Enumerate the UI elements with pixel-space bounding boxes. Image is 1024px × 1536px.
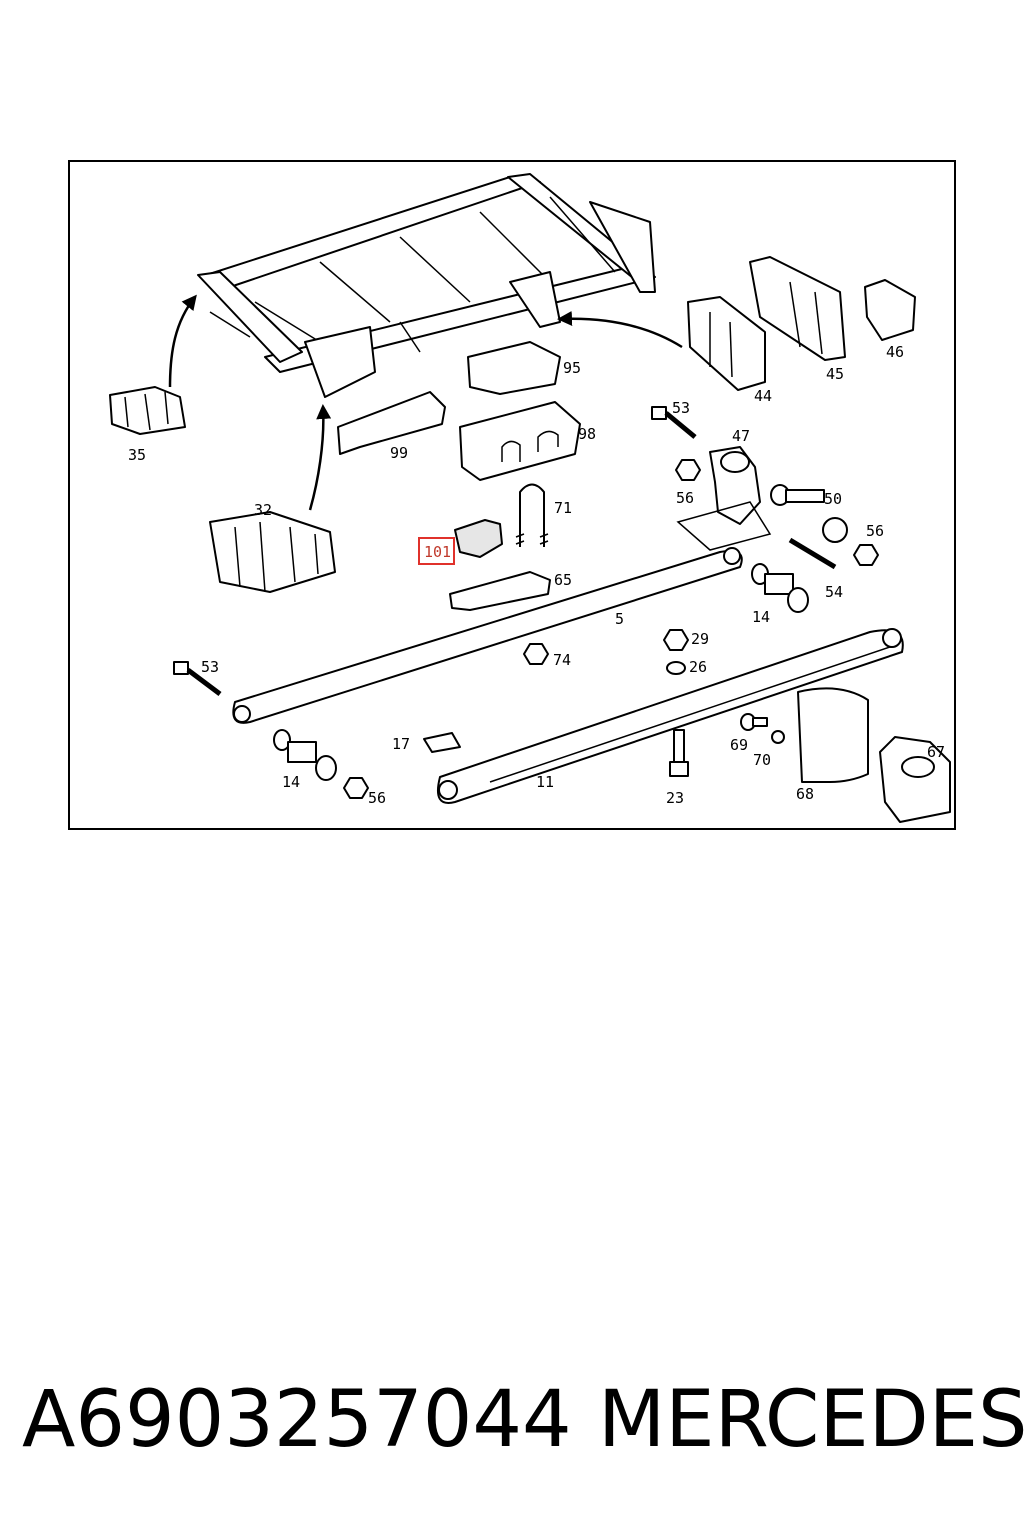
callout-26: 26 — [689, 658, 707, 676]
part-56-nut-c — [343, 777, 369, 799]
part-47-shackle — [709, 446, 761, 525]
callout-44: 44 — [754, 387, 772, 405]
callout-17: 17 — [392, 735, 410, 753]
part-56-nut-b — [853, 544, 879, 566]
callout-56-b: 56 — [866, 522, 884, 540]
callout-56-c: 56 — [368, 789, 386, 807]
part-67-housing — [879, 736, 951, 823]
shackle-plate — [676, 501, 772, 551]
callout-32: 32 — [254, 501, 272, 519]
part-50-bushing — [770, 484, 848, 543]
part-53-bolt-left — [173, 661, 222, 696]
part-65-seat — [449, 571, 551, 611]
callout-53-left: 53 — [201, 658, 219, 676]
callout-67: 67 — [927, 743, 945, 761]
part-29-nut — [663, 629, 689, 651]
part-56-nut-a — [675, 459, 701, 481]
part-70-washer — [771, 730, 785, 744]
callout-23: 23 — [666, 789, 684, 807]
part-17-pad — [423, 732, 461, 753]
callout-14-right: 14 — [752, 608, 770, 626]
part-53-bolt-top — [651, 406, 697, 439]
spring11-eye-left — [438, 780, 458, 800]
callout-101: 101 — [424, 543, 451, 561]
part-32-bracket — [209, 511, 336, 593]
callout-98: 98 — [578, 425, 596, 443]
callout-53-top: 53 — [672, 399, 690, 417]
spring-eye-right — [723, 547, 741, 565]
brand-name: MERCEDES — [598, 1375, 1024, 1465]
callout-69: 69 — [730, 736, 748, 754]
exploded-parts-diagram: 35 32 99 95 98 71 101 65 5 53 53 47 56 5… — [109, 173, 951, 823]
callout-50: 50 — [824, 490, 842, 508]
callout-68: 68 — [796, 785, 814, 803]
callout-56-a: 56 — [676, 489, 694, 507]
callout-71: 71 — [554, 499, 572, 517]
arrow-32 — [308, 404, 332, 511]
part-23-bolt — [669, 729, 689, 777]
callout-99: 99 — [390, 444, 408, 462]
callout-35: 35 — [128, 446, 146, 464]
part-44-bracket — [687, 296, 766, 391]
callout-70: 70 — [753, 751, 771, 769]
part-35-bracket — [109, 386, 186, 435]
part-95-cover — [467, 341, 561, 395]
spring11-eye-right — [882, 628, 902, 648]
part-71-u-bolt — [515, 483, 549, 547]
part-74-nut — [523, 643, 549, 665]
part-101-spacer — [454, 519, 503, 558]
part-46-bracket — [864, 279, 916, 341]
arrow-44 — [557, 311, 683, 349]
callout-74: 74 — [553, 651, 571, 669]
callout-54: 54 — [825, 583, 843, 601]
part-98-bracket — [459, 401, 581, 481]
spring-eye-left — [233, 705, 251, 723]
part-14-bushing-right — [751, 563, 809, 613]
callout-95: 95 — [563, 359, 581, 377]
callout-29: 29 — [691, 630, 709, 648]
part-14-bushing-left — [273, 729, 337, 781]
callout-14-left: 14 — [282, 773, 300, 791]
part-number: A6903257044 — [22, 1375, 572, 1465]
caption-bar: A6903257044 MERCEDES — [0, 1370, 1024, 1470]
callout-45: 45 — [826, 365, 844, 383]
chassis-frame — [197, 173, 656, 398]
callout-65: 65 — [554, 571, 572, 589]
part-26-washer — [666, 661, 686, 675]
callout-47: 47 — [732, 427, 750, 445]
callout-11: 11 — [536, 773, 554, 791]
parts-diagram-frame: 35 32 99 95 98 71 101 65 5 53 53 47 56 5… — [68, 160, 956, 830]
part-68-bump-stop — [797, 687, 869, 783]
part-54-bolt — [788, 537, 837, 570]
arrow-35 — [168, 294, 197, 388]
highlight-box-101 — [418, 537, 455, 565]
callout-46: 46 — [886, 343, 904, 361]
part-45-bracket — [749, 256, 846, 361]
part-99-plate — [337, 391, 446, 455]
part-69-bolt — [740, 713, 768, 731]
callout-5: 5 — [615, 610, 624, 628]
